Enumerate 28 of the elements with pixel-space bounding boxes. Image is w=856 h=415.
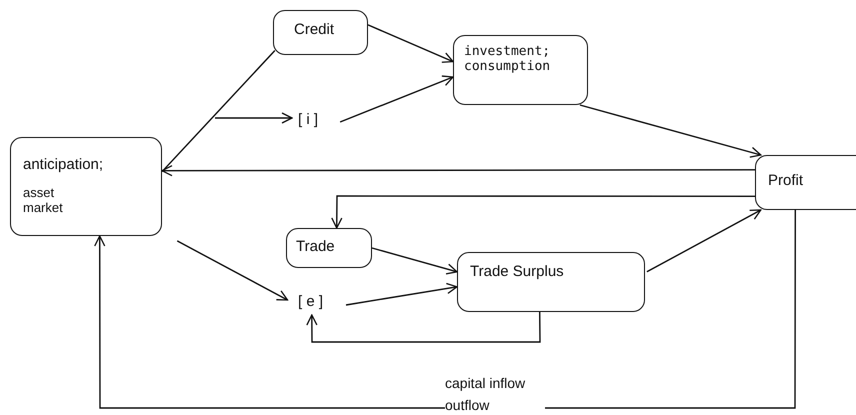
arrow bbox=[372, 247, 458, 275]
node-heading: anticipation; bbox=[23, 156, 104, 173]
arrow bbox=[646, 209, 762, 272]
rounded-box bbox=[457, 252, 645, 312]
node-label: Profit bbox=[768, 172, 804, 189]
arrow bbox=[346, 282, 458, 306]
node-text: asset market bbox=[23, 186, 64, 216]
arrow bbox=[94, 210, 796, 409]
arrow bbox=[331, 195, 755, 229]
rounded-box bbox=[273, 10, 368, 55]
node-label: [ e ] bbox=[298, 293, 324, 310]
arrow bbox=[161, 165, 755, 176]
arrow bbox=[176, 240, 288, 301]
node-label: investment; consumption bbox=[464, 45, 552, 75]
node-label: [ i ] bbox=[298, 111, 318, 128]
arrow bbox=[580, 104, 762, 158]
connector-line bbox=[161, 50, 276, 172]
arrow bbox=[368, 24, 454, 63]
arrow bbox=[340, 75, 454, 123]
rounded-box bbox=[453, 35, 588, 105]
node-label: Trade Surplus bbox=[470, 263, 564, 280]
rounded-box bbox=[286, 228, 372, 268]
arrow bbox=[215, 112, 293, 124]
rounded-box bbox=[10, 137, 162, 236]
rounded-box bbox=[755, 155, 856, 210]
node-label: Credit bbox=[294, 21, 334, 38]
node-label: Trade bbox=[296, 238, 335, 255]
arrow bbox=[306, 312, 541, 343]
